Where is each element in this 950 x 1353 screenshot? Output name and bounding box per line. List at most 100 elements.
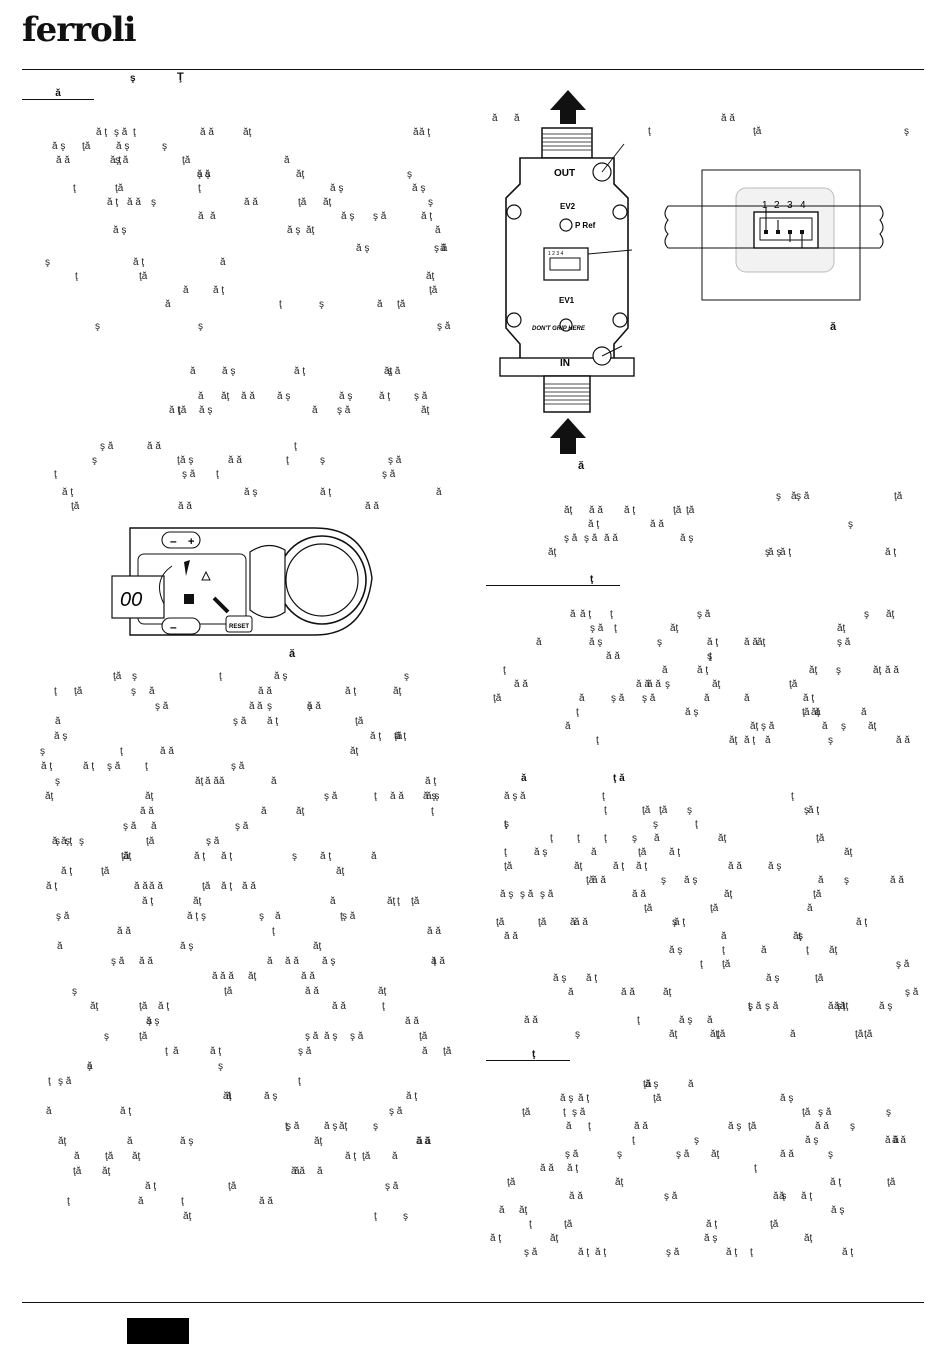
text-fragment: ţ [563,1107,566,1118]
text-fragment: ă ş [423,791,437,802]
text-fragment: ăţ [314,1136,323,1147]
panel-display-value: 00 [120,589,142,611]
text-fragment: ş [428,197,433,208]
text-fragment: ă ă [606,651,620,662]
text-fragment: ţă [101,866,110,877]
text-fragment: ţ [577,833,580,844]
text-fragment: ă ă [139,956,153,967]
text-fragment: ţă [105,1151,114,1162]
text-fragment: ă [791,491,797,502]
text-fragment: ă ş [264,1091,278,1102]
text-fragment: ş [319,299,324,310]
text-fragment: ăţ [724,889,733,900]
text-fragment: ă ţ [613,861,625,872]
text-fragment: ă ş [356,243,370,254]
text-fragment: ş [694,1135,699,1146]
text-fragment: ă [662,665,668,676]
text-fragment: ă ă [178,501,192,512]
text-fragment: ă [721,931,727,942]
text-fragment: ăţ [729,735,738,746]
text-fragment: ţă [298,197,307,208]
text-fragment: ă ş [879,1001,893,1012]
text-fragment: ţ [748,1001,751,1012]
text-fragment: ş ă [305,1031,319,1042]
text-fragment: ş ă [388,455,402,466]
text-fragment: ă [275,911,281,922]
text-fragment: ţ [340,911,343,922]
text-fragment: ăţ [574,861,583,872]
text-fragment: ă [271,776,277,787]
text-fragment: ş [92,455,97,466]
text-fragment: ă ă [307,701,321,712]
text-fragment: ă [520,791,526,802]
text-fragment: ş [132,671,137,682]
text-fragment: ş ă [837,637,851,648]
text-fragment: ţ [588,1121,591,1132]
text-fragment: ă [744,693,750,704]
text-fragment: ă ţ [636,861,648,872]
text-fragment: ă ş [274,671,288,682]
text-fragment: ţ [802,707,805,718]
text-fragment: ă [55,716,61,727]
text-fragment: ă ţ [834,1001,846,1012]
text-fragment: ş [665,679,670,690]
text-fragment: ş ă [611,693,625,704]
text-fragment: ă ţ [169,405,181,416]
text-fragment: ă ă [241,391,255,402]
text-fragment: ă ă [365,501,379,512]
text-fragment: ş ă [387,366,401,377]
text-fragment: ş [79,836,84,847]
text-fragment: ţ [750,1247,753,1258]
text-fragment: ţ [806,945,809,956]
text-fragment: ţă [443,1046,452,1057]
text-fragment: ăţ [145,791,154,802]
text-fragment: ş ă [389,1106,403,1117]
subsection-heading: ţ [486,1049,570,1061]
text-fragment: ţ [279,299,282,310]
text-fragment: ă ş [341,211,355,222]
text-fragment: ţă [362,1151,371,1162]
text-fragment: ţ [67,1196,70,1207]
text-fragment: ă ţ [856,917,868,928]
text-fragment: ă ţ [110,155,122,166]
text-fragment: ă ţ [803,693,815,704]
caption-valve: ă [578,460,585,472]
text-fragment: ă ş [685,707,699,718]
text-fragment: ă ş [773,1191,787,1202]
text-fragment: ţ [503,665,506,676]
text-fragment: ă ă [504,931,518,942]
text-fragment: ţă [139,1031,148,1042]
text-fragment: ăţ [886,609,895,620]
text-fragment: ă ţ [61,866,73,877]
text-fragment: ă ţ [61,836,73,847]
text-fragment: ă ş [504,791,518,802]
text-fragment: ă [312,405,318,416]
text-fragment: ş ă [642,693,656,704]
text-fragment: ăţ [670,623,679,634]
text-fragment: ă ţ [145,1181,157,1192]
text-fragment: ă ţ [213,285,225,296]
text-fragment: ă ţ [345,1151,357,1162]
text-fragment: ă ă [301,971,315,982]
text-fragment: ţ [431,806,434,817]
text-fragment: ă ş [54,731,68,742]
text-fragment: ă ţ [830,1177,842,1188]
text-fragment: ţă [115,183,124,194]
text-fragment: ş ă [373,211,387,222]
